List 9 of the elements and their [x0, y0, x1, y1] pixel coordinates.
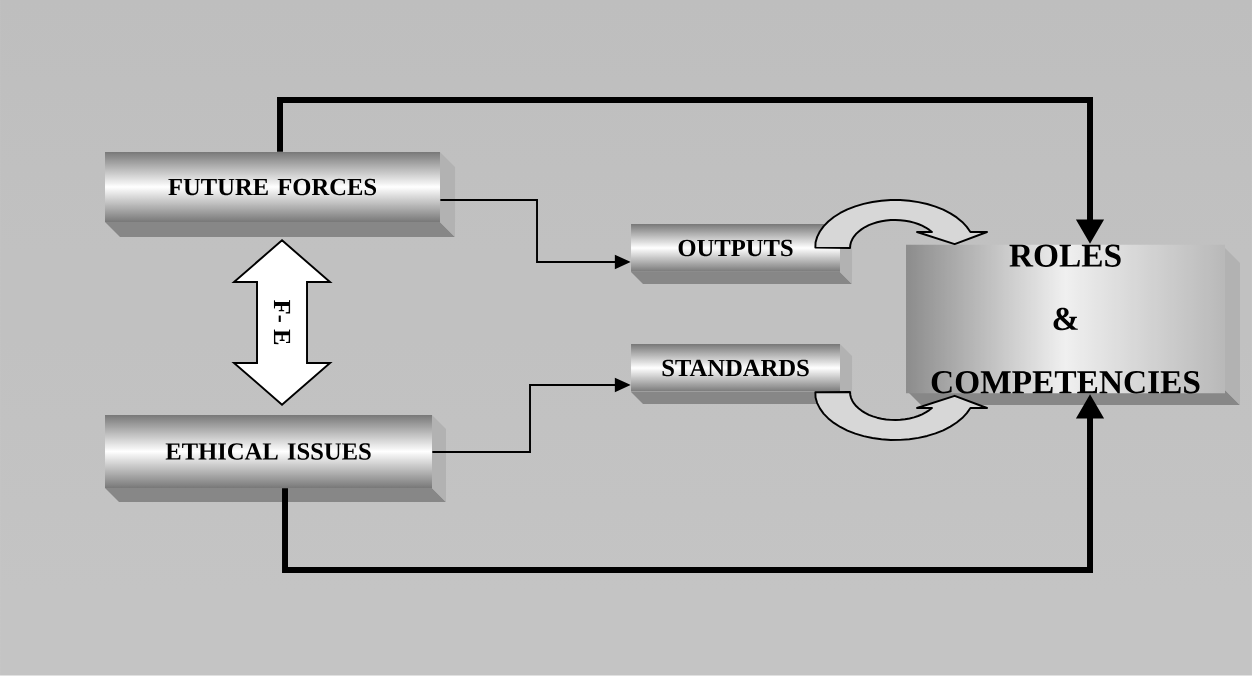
- process-box: FUTURE FORCES: [105, 152, 455, 237]
- double-arrow: [231, 239, 333, 406]
- curved-arrow: [814, 391, 988, 441]
- edge-label: F- E: [272, 297, 292, 348]
- curved-arrow: [814, 199, 988, 249]
- process-box: ROLES & COMPETENCIES: [906, 244, 1240, 405]
- process-box: ETHICAL ISSUES: [105, 415, 446, 502]
- process-box: STANDARDS: [631, 344, 852, 404]
- process-box: OUTPUTS: [631, 224, 852, 284]
